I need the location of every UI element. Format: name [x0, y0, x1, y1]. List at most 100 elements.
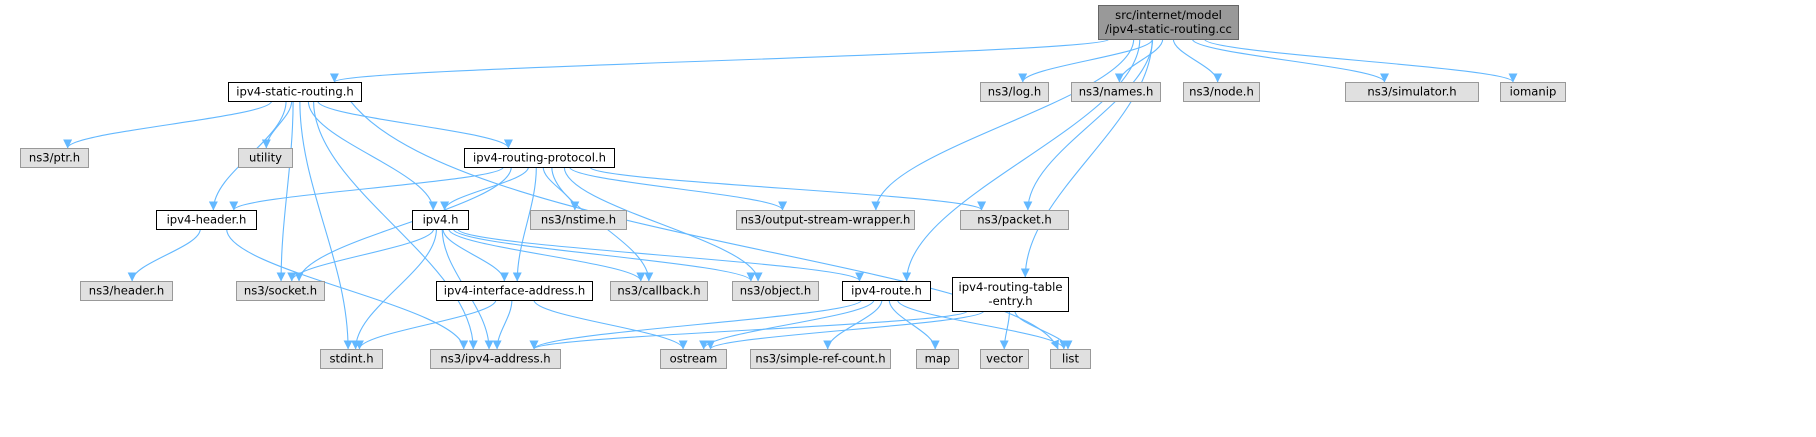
node-box: [1183, 82, 1260, 102]
node-ipv4-routing-table-entry-h[interactable]: ipv4-routing-table-entry.h: [952, 277, 1069, 312]
edge-static_h-to-utility: [261, 100, 293, 149]
node-box: [430, 349, 561, 369]
edge-route_h-to-src: [823, 299, 883, 350]
edge-root-to-node: [1172, 38, 1223, 83]
edge-rp_h-to-packet: [589, 166, 986, 211]
node-iomanip: iomanip: [1500, 82, 1566, 102]
edges-layer: [63, 38, 1518, 350]
node-box: [980, 82, 1049, 102]
edge-rp_h-to-nstime: [542, 166, 580, 211]
edge-rp_h-to-socket: [294, 166, 512, 282]
edge-root-to-route_h: [902, 38, 1141, 282]
node-ns3-header-h: ns3/header.h: [80, 281, 173, 301]
node-box: [20, 148, 89, 168]
node-box: [952, 277, 1069, 312]
node-label: stdint.h: [329, 352, 373, 366]
edge-root-to-rte_h: [1020, 38, 1153, 278]
node-ns3-log-h: ns3/log.h: [980, 82, 1049, 102]
node-box: [156, 210, 257, 230]
node-ipv4-interface-address-h[interactable]: ipv4-interface-address.h: [436, 281, 593, 301]
edge-ipv4_h-to-callback: [448, 228, 646, 282]
node-ns3-object-h: ns3/object.h: [732, 281, 819, 301]
edge-rte_h-to-addr: [529, 310, 968, 350]
node-label: ns3/simple-ref-count.h: [755, 352, 885, 366]
node-label: /ipv4-static-routing.cc: [1105, 22, 1232, 36]
node-ns3-packet-h: ns3/packet.h: [960, 210, 1069, 230]
edge-ipv4_h-to-object: [452, 228, 756, 282]
node-ns3-simple-ref-count-h: ns3/simple-ref-count.h: [750, 349, 891, 369]
edge-ifaddr_h-to-stdint: [354, 299, 497, 350]
edge-static_h-to-rp_h: [317, 100, 513, 149]
node-ipv4-route-h[interactable]: ipv4-route.h: [842, 281, 931, 301]
node-box: [750, 349, 891, 369]
edge-route_h-to-map: [888, 299, 940, 350]
edge-ifaddr_h-to-ostream: [533, 299, 688, 350]
edge-route_h-to-addr: [529, 299, 862, 350]
node-box: [238, 148, 293, 168]
node-label: ns3/callback.h: [617, 284, 700, 298]
edge-static_h-to-list: [349, 100, 1059, 350]
node-label: ns3/node.h: [1189, 85, 1254, 99]
node-ns3-ipv4-address-h: ns3/ipv4-address.h: [430, 349, 561, 369]
node-label: src/internet/model: [1115, 8, 1222, 22]
node-label: ipv4-routing-protocol.h: [473, 151, 606, 165]
node-label: ns3/ptr.h: [29, 151, 80, 165]
edge-root-to-osw: [871, 38, 1135, 211]
edge-root-to-static_h: [330, 38, 1110, 83]
node-src-internet-model-ipv4-static-routing-cc[interactable]: src/internet/model/ipv4-static-routing.c…: [1098, 5, 1239, 40]
node-box: [842, 281, 931, 301]
node-ipv4-header-h[interactable]: ipv4-header.h: [156, 210, 257, 230]
node-label: ipv4-routing-table: [959, 280, 1063, 294]
edge-rp_h-to-object: [563, 166, 763, 282]
node-vector: vector: [980, 349, 1029, 369]
edge-root-to-packet: [1023, 38, 1154, 211]
node-ipv4-routing-protocol-h[interactable]: ipv4-routing-protocol.h: [464, 148, 615, 168]
edge-rte_h-to-ostream: [706, 310, 985, 350]
node-label: iomanip: [1510, 85, 1557, 99]
node-label: ns3/socket.h: [244, 284, 317, 298]
node-box: [960, 210, 1069, 230]
node-box: [736, 210, 915, 230]
node-label: ipv4-interface-address.h: [444, 284, 585, 298]
node-label: ns3/packet.h: [977, 213, 1052, 227]
node-label: ns3/nstime.h: [541, 213, 616, 227]
node-label: map: [925, 352, 951, 366]
node-stdint-h: stdint.h: [320, 349, 383, 369]
edge-static_h-to-stdint: [299, 100, 353, 350]
node-box: [610, 281, 708, 301]
edge-root-to-log: [1018, 38, 1154, 83]
edge-root-to-names: [1114, 38, 1164, 83]
edge-ipv4_h-to-route_h: [457, 228, 864, 282]
node-box: [530, 210, 627, 230]
node-box: [228, 82, 362, 102]
node-ns3-ptr-h: ns3/ptr.h: [20, 148, 89, 168]
edge-root-to-simulator: [1191, 38, 1389, 83]
node-box: [236, 281, 325, 301]
node-label: ipv4.h: [423, 213, 459, 227]
node-label: vector: [986, 352, 1023, 366]
node-label: -entry.h: [988, 294, 1032, 308]
edge-rp_h-to-osw: [569, 166, 787, 211]
node-label: ns3/ipv4-address.h: [440, 352, 550, 366]
node-label: utility: [249, 151, 282, 165]
node-ipv4-static-routing-h[interactable]: ipv4-static-routing.h: [228, 82, 362, 102]
node-label: ns3/output-stream-wrapper.h: [741, 213, 911, 227]
edge-rp_h-to-ipv4_h: [440, 166, 529, 211]
edge-ipv4_h-to-socket: [287, 228, 435, 282]
node-ipv4-h[interactable]: ipv4.h: [412, 210, 469, 230]
edge-rte_h-to-list: [1014, 310, 1073, 350]
node-ns3-callback-h: ns3/callback.h: [610, 281, 708, 301]
node-box: [916, 349, 959, 369]
node-box: [1500, 82, 1566, 102]
node-box: [412, 210, 469, 230]
node-label: ipv4-route.h: [851, 284, 922, 298]
node-box: [320, 349, 383, 369]
edge-header_h-to-nsheader: [127, 228, 201, 282]
edge-rp_h-to-ifaddr_h: [512, 166, 537, 282]
node-box: [436, 281, 593, 301]
edge-ipv4_h-to-stdint: [351, 228, 437, 350]
node-list: list: [1050, 349, 1091, 369]
edge-ipv4_h-to-ifaddr_h: [442, 228, 509, 282]
node-label: ns3/simulator.h: [1367, 85, 1456, 99]
